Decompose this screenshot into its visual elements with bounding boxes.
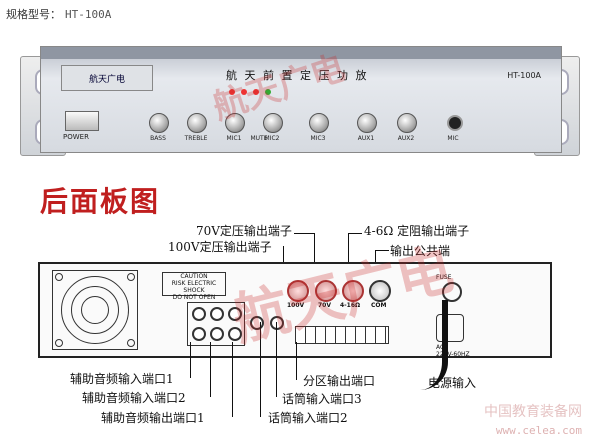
- spec-model: HT-100A: [65, 8, 112, 21]
- callout-line: [276, 322, 277, 397]
- terminal-label: 100V: [287, 302, 305, 309]
- treble-knob[interactable]: [187, 113, 207, 133]
- callout-line: [296, 342, 297, 380]
- led-indicator: [241, 89, 247, 95]
- watermark-site-url: www.celea.com: [495, 424, 582, 437]
- caution-label: CAUTION RISK ELECTRIC SHOCK DO NOT OPEN: [162, 272, 226, 301]
- callout-zone-out: 分区输出端口: [303, 374, 376, 388]
- knob-label: MIC3: [310, 135, 326, 142]
- callout-100v: 100V定压输出端子: [168, 240, 272, 254]
- power-cable: [420, 300, 448, 390]
- knob-label: BASS: [150, 135, 166, 142]
- fuse-label: FUSE: [436, 274, 452, 281]
- knob-label: AUX1: [357, 135, 375, 142]
- led-indicator: [253, 89, 259, 95]
- spec-label: 规格型号：: [6, 8, 61, 21]
- callout-line: [348, 233, 349, 287]
- callout-power-in: 电源输入: [428, 376, 477, 390]
- callout-com: 输出公共端: [390, 244, 451, 258]
- rear-panel-title: 后面板图: [40, 185, 161, 218]
- aux2-knob[interactable]: [397, 113, 417, 133]
- callout-line: [190, 342, 191, 378]
- knob-label: MIC2: [264, 135, 280, 142]
- 70v-terminal[interactable]: [315, 280, 337, 302]
- aux-in1-jack[interactable]: [192, 327, 206, 341]
- front-title: 航 天 前 置 定 压 功 放: [226, 69, 369, 82]
- aux1-knob[interactable]: [357, 113, 377, 133]
- led-indicator: [265, 89, 271, 95]
- cooling-fan: [52, 270, 138, 350]
- callout-line: [232, 342, 233, 417]
- mic3-knob[interactable]: [309, 113, 329, 133]
- spec-line: 规格型号： HT-100A: [6, 6, 111, 22]
- front-model: HT-100A: [507, 71, 541, 80]
- callout-mic-in3: 话筒输入端口3: [282, 392, 362, 406]
- callout-line: [210, 342, 211, 397]
- aux-out1-jack[interactable]: [228, 307, 242, 321]
- terminal-label: COM: [371, 302, 387, 309]
- callout-line: [260, 322, 261, 417]
- terminal-label: 4-16Ω: [340, 302, 361, 309]
- aux-out1-jack[interactable]: [228, 327, 242, 341]
- mute-label: MUTE: [250, 135, 268, 142]
- led-indicator: [229, 89, 235, 95]
- watermark-site-cn: 中国教育装备网: [484, 404, 582, 420]
- callout-mic-in2: 话筒输入端口2: [268, 411, 348, 425]
- rear-panel: CAUTION RISK ELECTRIC SHOCK DO NOT OPEN …: [38, 262, 552, 358]
- power-label: POWER: [63, 133, 89, 141]
- ohm-terminal[interactable]: [342, 280, 364, 302]
- callout-aux-in1: 辅助音频输入端口1: [70, 372, 174, 386]
- aux-in2-jack[interactable]: [210, 327, 224, 341]
- aux-in2-jack[interactable]: [210, 307, 224, 321]
- mic1-knob[interactable]: [225, 113, 245, 133]
- mic-jack-label: MIC: [447, 135, 459, 142]
- mic2-knob[interactable]: [263, 113, 283, 133]
- zone-output-strip[interactable]: [295, 326, 389, 344]
- bass-knob[interactable]: [149, 113, 169, 133]
- callout-line: [375, 250, 389, 251]
- callout-70v: 70V定压输出端子: [196, 224, 292, 238]
- callout-aux-in2: 辅助音频输入端口2: [82, 391, 186, 405]
- mic-in3-jack[interactable]: [270, 316, 284, 330]
- callout-ohm: 4-6Ω 定阻输出端子: [364, 224, 470, 238]
- terminal-label: 70V: [318, 302, 331, 309]
- callout-line: [348, 233, 362, 234]
- callout-line: [294, 233, 314, 234]
- power-switch[interactable]: [65, 111, 99, 131]
- com-terminal[interactable]: [369, 280, 391, 302]
- aux-in1-jack[interactable]: [192, 307, 206, 321]
- ac-label: AC 220V-60HZ: [436, 344, 470, 358]
- knob-label: TREBLE: [184, 135, 208, 142]
- front-panel-body: 航天广电 航 天 前 置 定 压 功 放 HT-100A POWER BASS …: [40, 46, 562, 153]
- knob-label: AUX2: [397, 135, 415, 142]
- callout-line: [314, 233, 315, 287]
- mic-jack[interactable]: [447, 115, 463, 131]
- fuse-holder[interactable]: [442, 282, 462, 302]
- front-panel: 航天广电 航 天 前 置 定 压 功 放 HT-100A POWER BASS …: [20, 46, 580, 161]
- brand-logo: 航天广电: [61, 65, 153, 91]
- 100v-terminal[interactable]: [287, 280, 309, 302]
- aux-rca-block: [187, 302, 245, 346]
- knob-label: MIC1: [226, 135, 242, 142]
- callout-aux-out1: 辅助音频输出端口1: [101, 411, 205, 425]
